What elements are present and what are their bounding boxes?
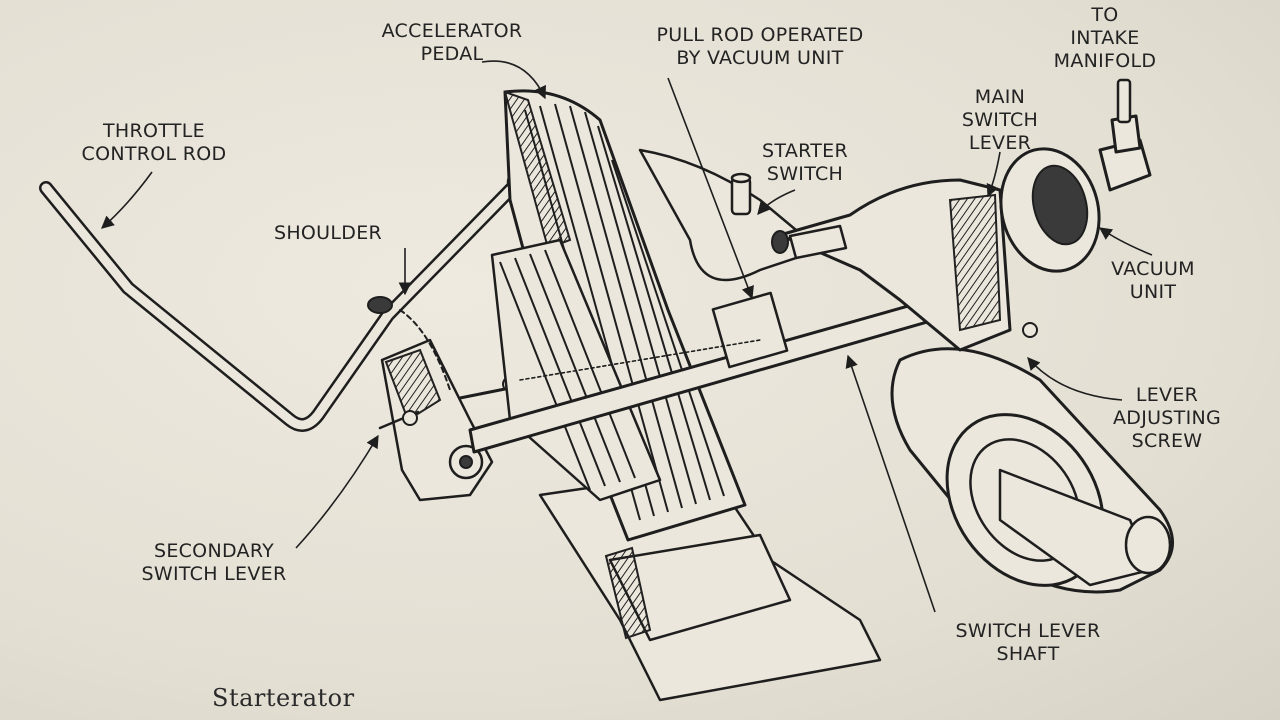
label-to-intake-manifold: TO INTAKE MANIFOLD <box>1040 4 1170 73</box>
secondary-switch-lever-drawing <box>378 309 562 502</box>
label-line: SECONDARY <box>153 540 275 562</box>
label-line: ACCELERATOR <box>381 20 523 42</box>
label-line: SWITCH LEVER <box>141 563 287 585</box>
label-line: THROTTLE <box>103 120 205 142</box>
label-accelerator-pedal: ACCELERATOR PEDAL <box>362 20 542 66</box>
throttle-control-rod-drawing <box>39 170 530 432</box>
label-line: SWITCH LEVER <box>955 620 1101 642</box>
vacuum-unit-drawing <box>999 78 1152 338</box>
label-switch-lever-shaft: SWITCH LEVER SHAFT <box>928 620 1128 666</box>
label-line: MANIFOLD <box>1053 50 1157 72</box>
label-vacuum-unit: VACUUM UNIT <box>1098 258 1208 304</box>
label-lever-adjusting-screw: LEVER ADJUSTING SCREW <box>1082 384 1252 453</box>
label-line: PEDAL <box>420 43 484 65</box>
figure-caption: Starterator <box>212 684 355 712</box>
label-starter-switch: STARTER SWITCH <box>750 140 860 186</box>
label-line: LEVER <box>1135 384 1199 406</box>
label-secondary-switch-lever: SECONDARY SWITCH LEVER <box>104 540 324 586</box>
label-main-switch-lever: MAIN SWITCH LEVER <box>955 86 1045 155</box>
label-line: TO <box>1091 4 1119 26</box>
label-line: VACUUM <box>1111 258 1195 280</box>
label-line: PULL ROD OPERATED <box>656 24 864 46</box>
label-throttle-control-rod: THROTTLE CONTROL ROD <box>54 120 254 166</box>
label-line: SWITCH <box>766 163 844 185</box>
label-line: SHAFT <box>996 643 1060 665</box>
label-line: SWITCH <box>961 109 1039 131</box>
label-shoulder: SHOULDER <box>268 222 388 245</box>
label-line: CONTROL ROD <box>81 143 227 165</box>
label-line: MAIN <box>974 86 1026 108</box>
label-line: STARTER <box>762 140 848 162</box>
label-line: INTAKE <box>1070 27 1140 49</box>
label-line: SHOULDER <box>273 222 383 244</box>
leader-lines <box>101 60 1153 613</box>
label-line: LEVER <box>968 132 1032 154</box>
label-pull-rod: PULL ROD OPERATED BY VACUUM UNIT <box>630 24 890 70</box>
label-line: BY VACUUM UNIT <box>676 47 844 69</box>
accelerator-pedal-drawing <box>490 89 747 542</box>
main-switch-lever-drawing <box>771 178 1012 352</box>
label-line: ADJUSTING <box>1112 407 1222 429</box>
label-line: UNIT <box>1129 281 1177 303</box>
starter-switch-drawing <box>730 172 752 216</box>
label-line: SCREW <box>1131 430 1203 452</box>
